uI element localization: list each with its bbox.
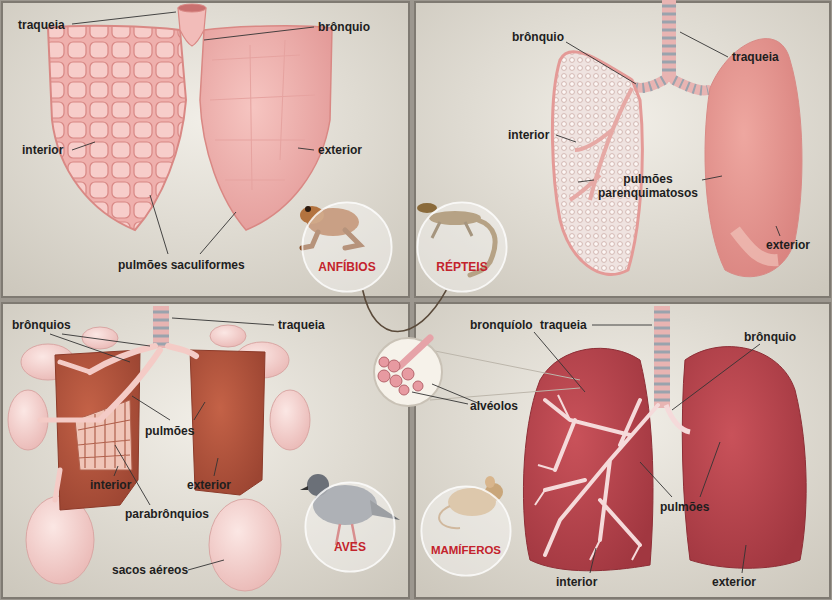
leader-lines [50, 12, 780, 573]
badge-outline [420, 485, 512, 577]
part-label: interior [508, 128, 549, 142]
part-label: traqueia [732, 50, 779, 64]
part-label: bronquíolo [470, 318, 533, 332]
part-label: exterior [318, 143, 362, 157]
part-label: pulmões [660, 500, 709, 514]
group-name: MAMÍFEROS [420, 544, 512, 556]
part-label: exterior [187, 478, 231, 492]
part-label: exterior [712, 575, 756, 589]
part-label: traqueia [540, 318, 587, 332]
badge-outline [301, 201, 393, 293]
animal-badge: AVES [304, 481, 396, 573]
part-label: interior [22, 143, 63, 157]
part-label: parabrônquios [125, 507, 209, 521]
part-label: brônquios [12, 318, 71, 332]
part-label: exterior [766, 238, 810, 252]
group-name: AVES [304, 540, 396, 554]
part-label: brônquio [744, 330, 796, 344]
part-label: traqueia [18, 18, 65, 32]
part-label: alvéolos [470, 399, 518, 413]
part-label: pulmões parenquimatosos [594, 172, 702, 200]
group-name: ANFÍBIOS [301, 260, 393, 274]
part-label: sacos aéreos [112, 563, 188, 577]
animal-badge: MAMÍFEROS [420, 485, 512, 577]
badge-outline [304, 481, 396, 573]
part-label: interior [90, 478, 131, 492]
part-label: pulmões [145, 424, 194, 438]
connector-line [363, 290, 447, 331]
group-name: RÉPTEIS [416, 260, 508, 274]
animal-badge: RÉPTEIS [416, 201, 508, 293]
part-label: brônquio [318, 20, 370, 34]
animal-badge: ANFÍBIOS [301, 201, 393, 293]
part-label: pulmões saculiformes [118, 258, 245, 272]
part-label: traqueia [278, 318, 325, 332]
part-label: brônquio [512, 30, 564, 44]
part-label: interior [556, 575, 597, 589]
badge-outline [416, 201, 508, 293]
